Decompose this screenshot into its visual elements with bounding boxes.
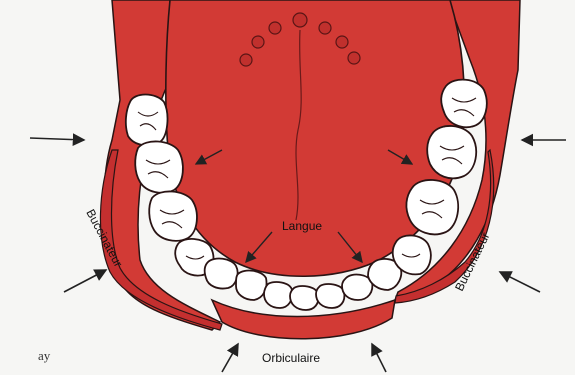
- label-orbiculaire: Orbiculaire: [262, 351, 320, 365]
- signature: ay: [38, 348, 51, 363]
- label-langue: Langue: [282, 219, 322, 233]
- tongue: [166, 0, 465, 276]
